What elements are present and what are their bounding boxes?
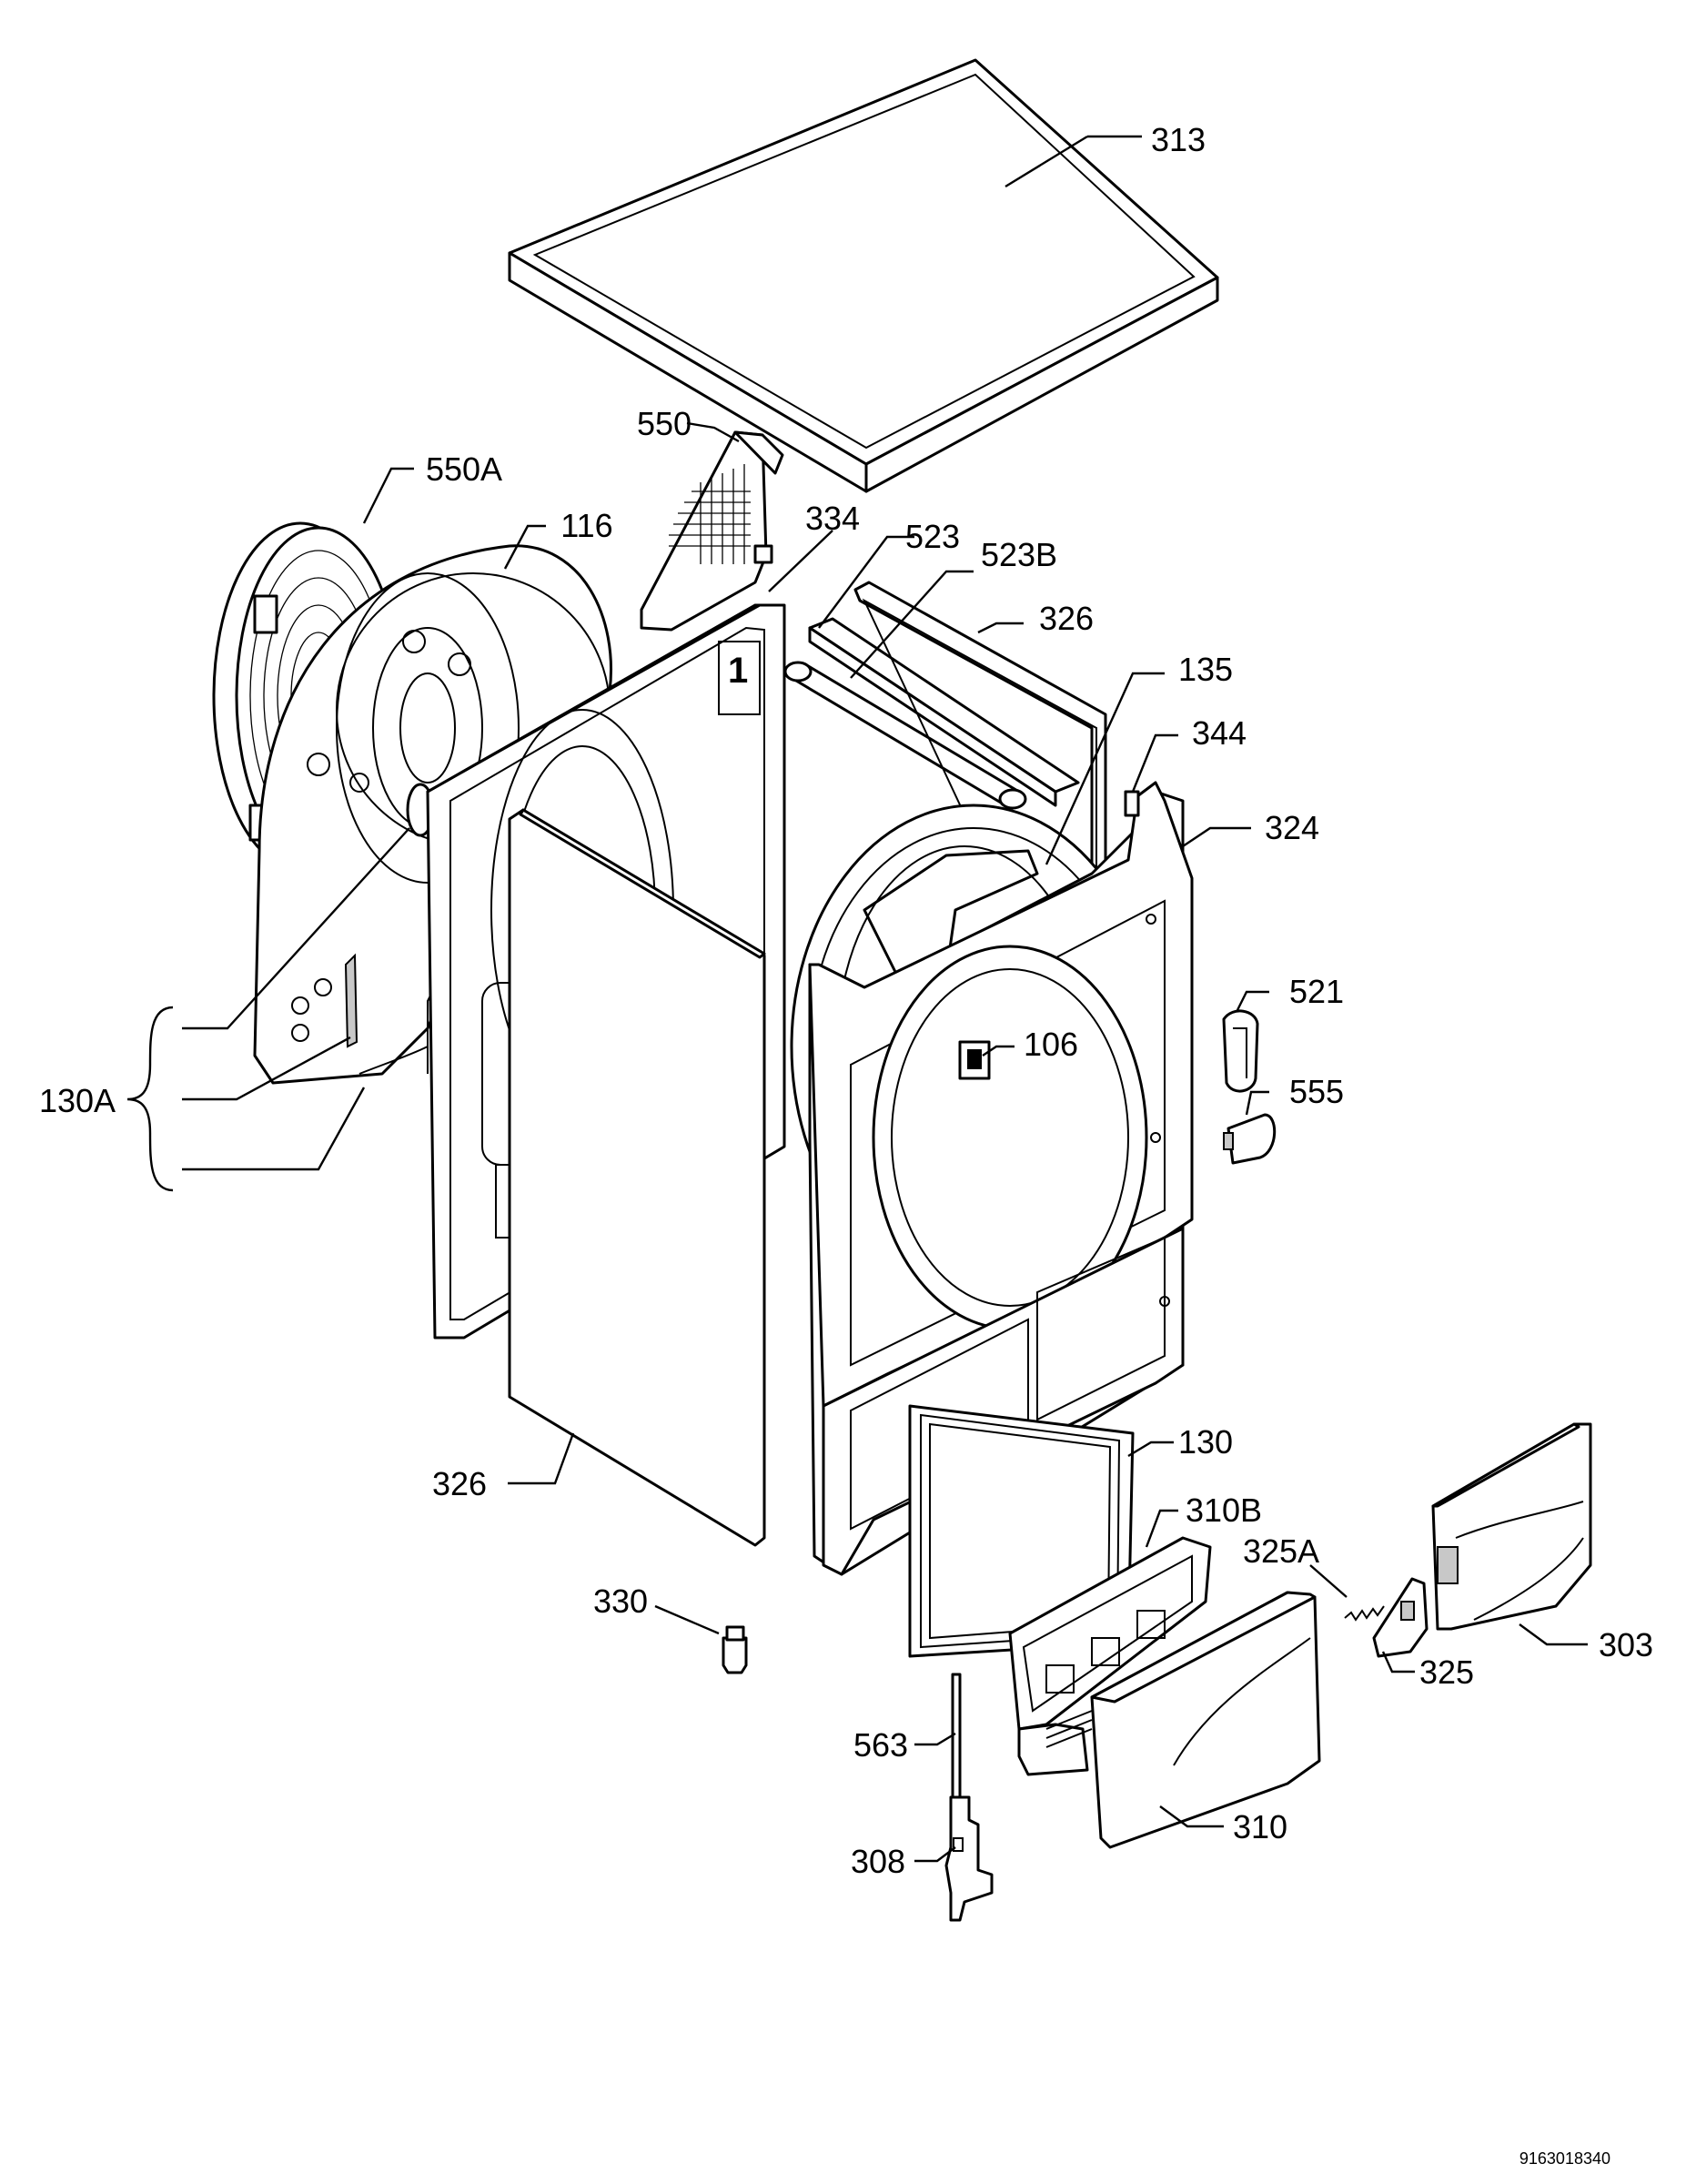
label-324: 324: [1265, 809, 1319, 846]
label-310: 310: [1233, 1808, 1287, 1845]
drawer-front-310: [1090, 1591, 1321, 1849]
label-106: 106: [1024, 1026, 1078, 1063]
label-325: 325: [1419, 1653, 1474, 1691]
label-523B: 523B: [981, 536, 1057, 573]
label-130: 130: [1178, 1423, 1233, 1461]
spring-325A: [1344, 1605, 1385, 1622]
drawer-frame-310B: [1008, 1536, 1212, 1776]
label-135: 135: [1178, 651, 1233, 688]
label-116: 116: [560, 507, 612, 544]
label-523: 523: [905, 518, 960, 555]
side-cover-303: [1431, 1422, 1592, 1631]
label-330: 330: [593, 1582, 648, 1620]
cover-555: [1223, 1113, 1277, 1165]
label-313: 313: [1151, 121, 1206, 158]
side-panel-326: [508, 808, 766, 1547]
top-panel-313: [508, 58, 1219, 493]
label-550A: 550A: [426, 450, 502, 488]
cover-521: [1222, 1009, 1259, 1093]
reference-number: 9163018340: [1519, 2149, 1610, 2168]
label-130A: 130A: [39, 1082, 116, 1119]
label-563: 563: [853, 1726, 908, 1764]
label-550: 550: [637, 405, 692, 442]
svg-text:1: 1: [728, 651, 748, 691]
bracket-308: [944, 1795, 994, 1922]
label-326-top: 326: [1039, 600, 1094, 637]
label-521: 521: [1289, 973, 1344, 1010]
leader-lines: [126, 135, 1588, 1863]
label-303: 303: [1599, 1626, 1653, 1663]
label-334: 334: [805, 500, 860, 537]
label-308: 308: [851, 1843, 905, 1880]
label-310B: 310B: [1186, 1491, 1262, 1529]
label-325A: 325A: [1243, 1532, 1319, 1570]
latch-325: [1372, 1577, 1429, 1658]
label-344: 344: [1192, 714, 1247, 752]
label-326-bottom: 326: [432, 1465, 487, 1502]
label-555: 555: [1289, 1073, 1344, 1110]
foot-330: [722, 1625, 748, 1674]
clip-344: [1124, 790, 1140, 817]
filter-housing-550: [640, 430, 784, 632]
rod-563: [951, 1673, 962, 1799]
